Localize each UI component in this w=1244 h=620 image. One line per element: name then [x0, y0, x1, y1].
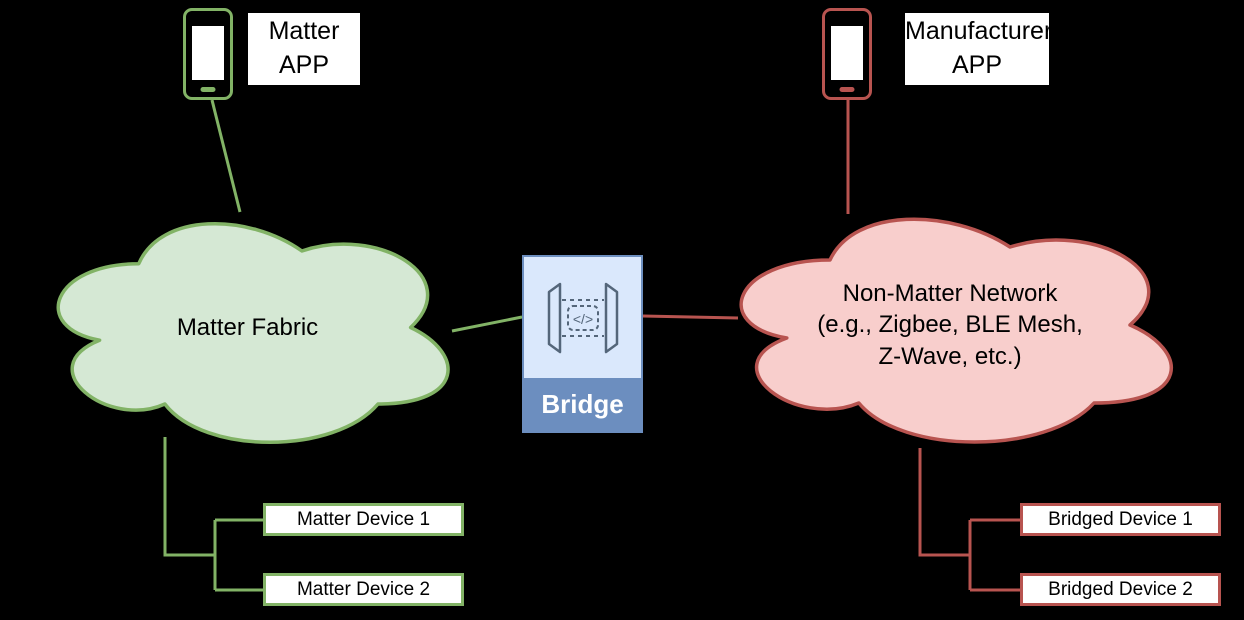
phone-home-button — [200, 87, 216, 92]
bridge-node: </> Bridge — [522, 255, 643, 433]
manufacturer-app-label-line2: APP — [951, 51, 1003, 79]
matter-fabric-label: Matter Fabric — [176, 313, 319, 341]
manufacturer-app-smartphone-icon — [822, 8, 872, 100]
phone-screen — [192, 26, 224, 80]
matter-app-smartphone-icon — [183, 8, 233, 100]
connector-fabric-to-matter-devices — [163, 437, 263, 592]
bridged-device-2-label: Bridged Device 2 — [1048, 578, 1193, 600]
matter-device-1-box: Matter Device 1 — [263, 503, 464, 536]
non-matter-network-label: Non-Matter Network (e.g., Zigbee, BLE Me… — [817, 280, 1083, 370]
bridged-device-2-box: Bridged Device 2 — [1020, 573, 1221, 606]
bridged-device-1-box: Bridged Device 1 — [1020, 503, 1221, 536]
phone-home-button — [839, 87, 855, 92]
bridged-device-1-label: Bridged Device 1 — [1048, 508, 1193, 530]
connector-non-matter-to-bridged-devices — [918, 448, 1020, 592]
matter-device-2-box: Matter Device 2 — [263, 573, 464, 606]
matter-app-label-line1: Matter — [268, 17, 340, 46]
matter-app-label-line2: APP — [278, 51, 330, 79]
matter-device-1-label: Matter Device 1 — [296, 508, 431, 530]
bridge-title: Bridge — [524, 378, 641, 431]
manufacturer-app-label: Manufacturer APP — [905, 13, 1049, 85]
phone-screen — [831, 26, 863, 80]
connector-matter-app-to-fabric — [210, 99, 242, 213]
code-glyph: </> — [572, 311, 592, 327]
manufacturer-app-label-line1: Manufacturer — [905, 17, 1049, 46]
code-bridge-icon: </> — [524, 257, 641, 378]
matter-device-2-label: Matter Device 2 — [296, 578, 431, 600]
matter-app-label: Matter APP — [248, 13, 360, 85]
